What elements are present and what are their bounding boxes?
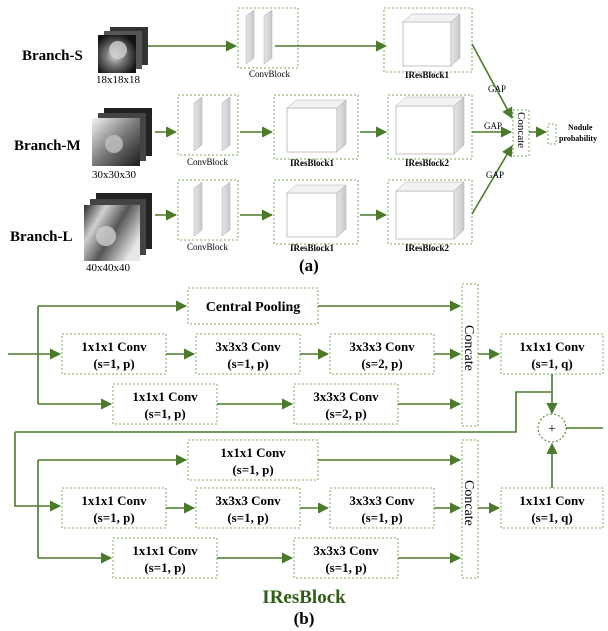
upper-out-conv-l2: (s=1, q): [531, 356, 572, 371]
central-pooling-label: Central Pooling: [206, 300, 301, 315]
upper-row1-conv1-l1: 1x1x1 Conv: [81, 339, 147, 354]
ct-image-m: [92, 108, 152, 166]
branch-s-label: Branch-S: [22, 48, 83, 64]
gap-label-s: GAP: [488, 84, 506, 94]
gap-label-m: GAP: [484, 121, 502, 131]
lower-row1-conv1-l2: (s=1, p): [93, 510, 134, 525]
iresblock-title: IResBlock: [262, 587, 346, 608]
convblock-s-label: ConvBlock: [249, 69, 291, 79]
lower-row2-conv2-l1: 3x3x3 Conv: [313, 543, 379, 558]
lower-row1-conv3-l2: (s=1, p): [361, 510, 402, 525]
lower-row1-conv3-l1: 3x3x3 Conv: [349, 493, 415, 508]
upper-row2-conv2-l1: 3x3x3 Conv: [313, 389, 379, 404]
ct-image-l: [84, 193, 152, 261]
ct-image-s: [98, 27, 148, 73]
residual-connection: +: [15, 392, 603, 506]
upper-row2-conv2-l2: (s=2, p): [325, 406, 366, 421]
branch-l-label: Branch-L: [10, 229, 73, 245]
part-b-lower: 1x1x1 Conv (s=1, p) 1x1x1 Conv (s=1, p) …: [38, 440, 603, 578]
lower-row2-conv2-l2: (s=1, p): [325, 560, 366, 575]
branch-l-size: 40x40x40: [86, 262, 131, 274]
caption-a: (a): [299, 256, 319, 275]
iresblock1-s-label: IResBlock1: [405, 70, 450, 80]
lower-top-conv-l1: 1x1x1 Conv: [220, 445, 286, 460]
caption-b: (b): [294, 609, 315, 628]
upper-row1-conv3-l2: (s=2, p): [361, 356, 402, 371]
output-node: [548, 124, 556, 144]
lower-row1-conv2-l1: 3x3x3 Conv: [215, 493, 281, 508]
branch-m-size: 30x30x30: [92, 169, 137, 181]
iresblock2-l-cube: [396, 182, 464, 239]
lower-row1-conv1-l1: 1x1x1 Conv: [81, 493, 147, 508]
upper-row2-conv1-l2: (s=1, p): [144, 406, 185, 421]
branch-m-label: Branch-M: [14, 138, 81, 154]
upper-row1-conv2-l1: 3x3x3 Conv: [215, 339, 281, 354]
part-a: Branch-S Branch-M Branch-L 18x18x18 30x3…: [10, 8, 597, 275]
plus-symbol: +: [548, 422, 556, 437]
lower-row2-conv1-l2: (s=1, p): [144, 560, 185, 575]
convblock-s-slabs: [246, 10, 272, 64]
gap-label-l: GAP: [486, 170, 504, 180]
upper-out-conv-l1: 1x1x1 Conv: [519, 339, 585, 354]
lower-concat-label: Concate: [461, 480, 476, 526]
upper-row1-conv3-l1: 3x3x3 Conv: [349, 339, 415, 354]
gap-arrow-l: [472, 146, 512, 214]
upper-row1-conv2-l2: (s=1, p): [227, 356, 268, 371]
output-label-line1: Nodule: [568, 123, 593, 132]
convblock-m-slabs: [194, 97, 230, 151]
upper-row1-conv1-l2: (s=1, p): [93, 356, 134, 371]
iresblock1-m-label: IResBlock1: [290, 158, 335, 168]
branch-s-size: 18x18x18: [96, 74, 141, 86]
convblock-m-label: ConvBlock: [187, 157, 229, 167]
iresblock1-s-cube: [403, 14, 460, 66]
iresblock1-l-label: IResBlock1: [290, 243, 335, 253]
part-b-upper: Central Pooling 1x1x1 Conv (s=1, p) 3x3x…: [8, 284, 603, 426]
lower-row2-conv1-l1: 1x1x1 Conv: [132, 543, 198, 558]
iresblock2-l-label: IResBlock2: [405, 243, 450, 253]
upper-row2-conv1-l1: 1x1x1 Conv: [132, 389, 198, 404]
iresblock2-m-cube: [396, 97, 464, 154]
lower-out-conv-l1: 1x1x1 Conv: [519, 493, 585, 508]
iresblock2-m-label: IResBlock2: [405, 158, 450, 168]
lower-row1-conv2-l2: (s=1, p): [227, 510, 268, 525]
lower-out-conv-l2: (s=1, q): [531, 510, 572, 525]
iresblock1-m-cube: [287, 100, 346, 152]
convblock-l-label: ConvBlock: [187, 242, 229, 252]
upper-concat-label: Concate: [461, 325, 476, 371]
iresblock1-l-cube: [287, 185, 346, 237]
concat-a-label: Concate: [515, 112, 527, 148]
output-label-line2: probability: [559, 134, 597, 143]
gap-arrow-s: [472, 44, 512, 118]
lower-top-conv-l2: (s=1, p): [232, 462, 273, 477]
convblock-l-slabs: [194, 182, 230, 236]
